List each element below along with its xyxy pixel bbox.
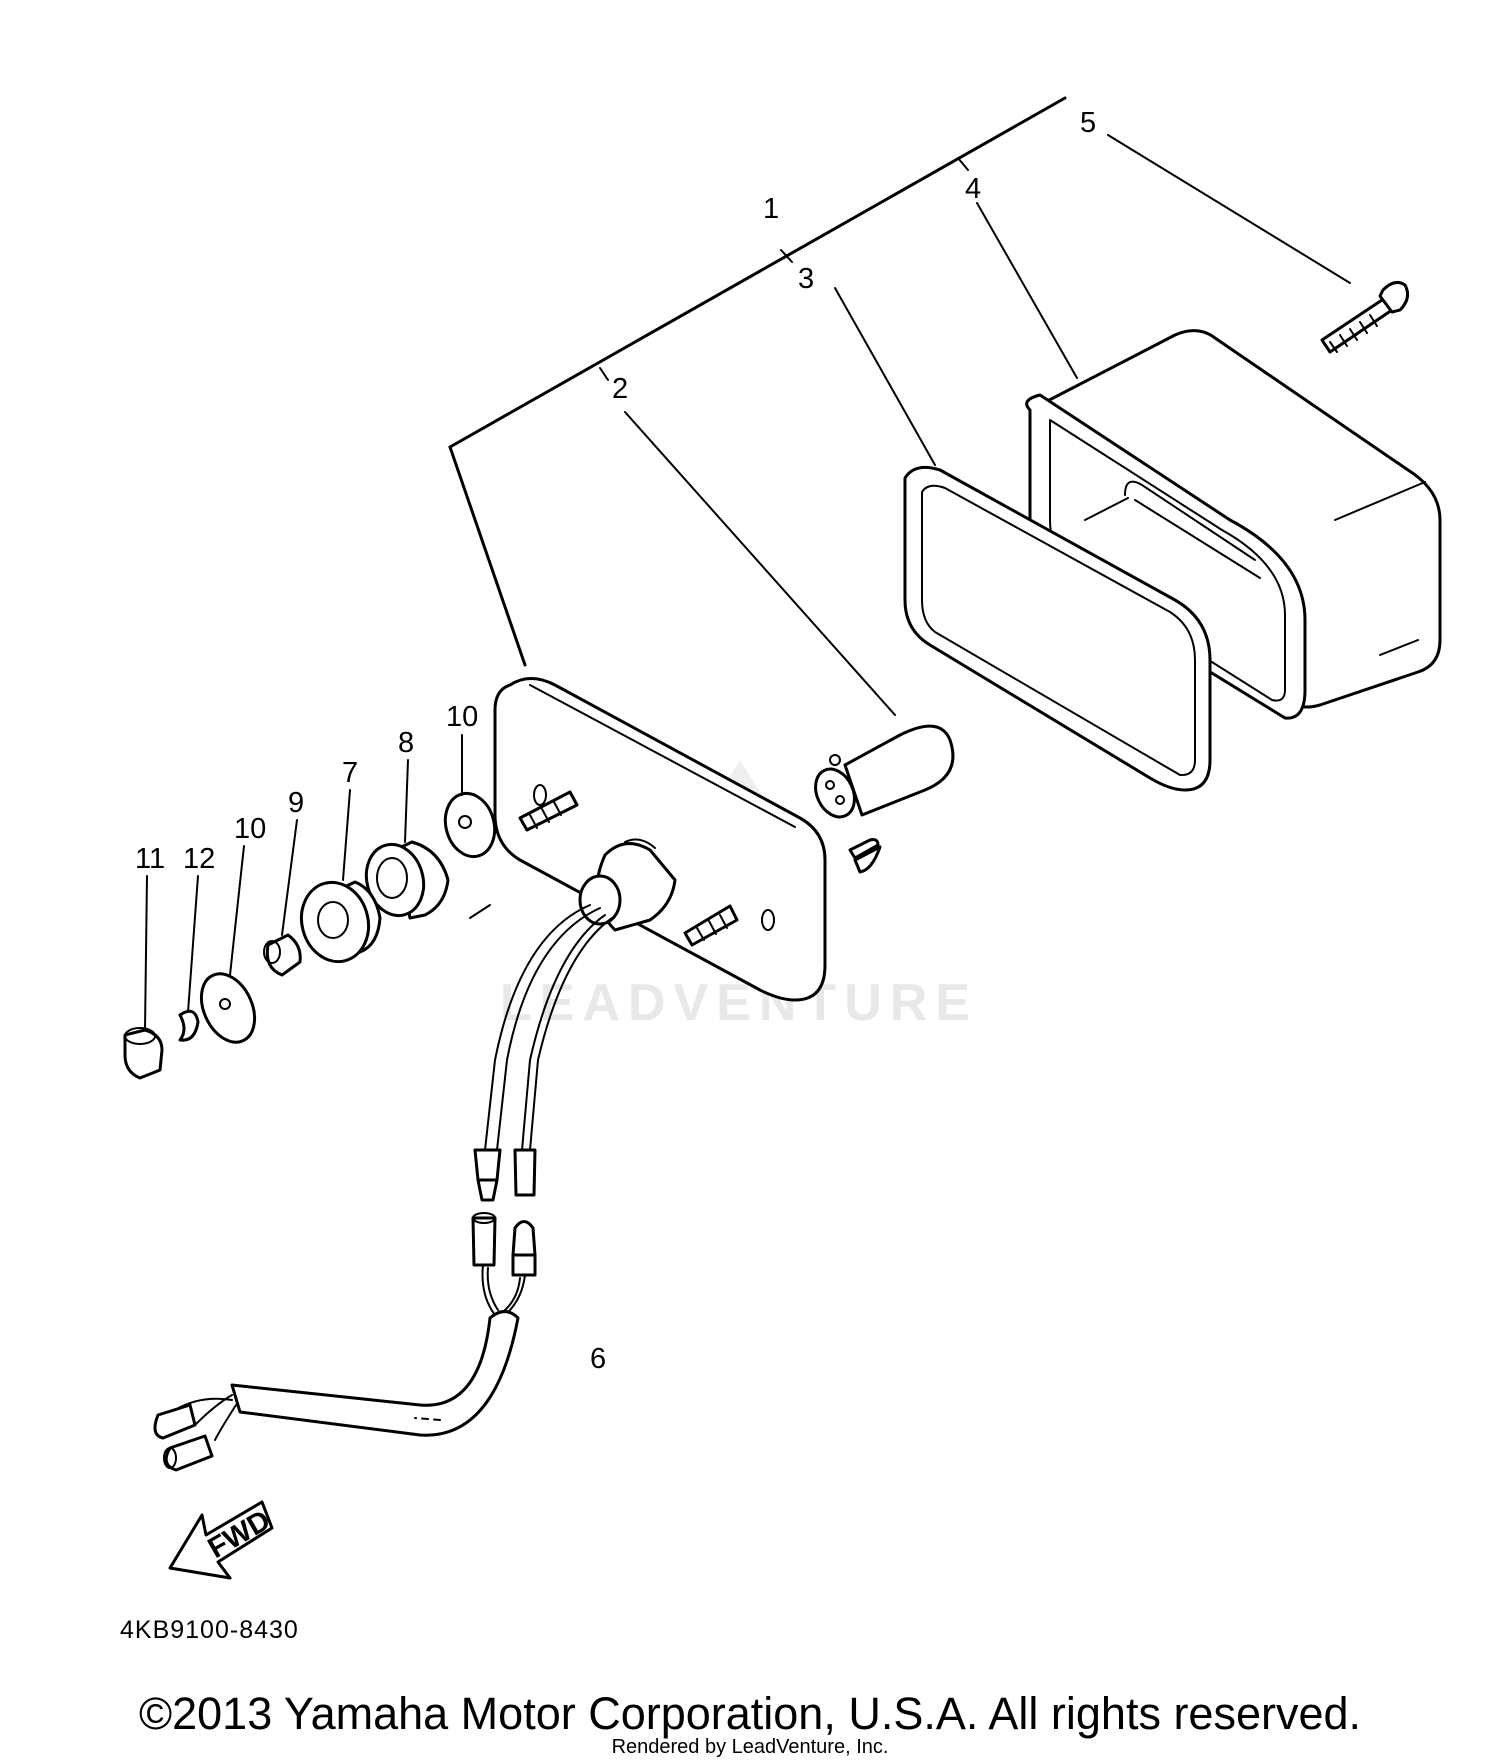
callout-4: 4 [965, 173, 981, 205]
callout-labels: 1 2 3 4 5 6 7 8 9 10 10 11 12 [135, 107, 1096, 1375]
part-5-screw [1320, 280, 1410, 354]
part-2-bulb [814, 724, 955, 819]
callout-12: 12 [183, 843, 215, 875]
callout-2: 2 [612, 373, 628, 405]
callout-leaders [144, 734, 463, 1031]
callout-6: 6 [590, 1343, 606, 1375]
part-6-harness [153, 1264, 526, 1472]
callout-3: 3 [798, 263, 814, 295]
part-4-lens [1025, 329, 1442, 720]
leader-lines [469, 134, 1351, 919]
part-3-gasket [903, 465, 1212, 792]
copyright-notice: ©2013 Yamaha Motor Corporation, U.S.A. A… [138, 1688, 1362, 1739]
callout-1: 1 [763, 193, 779, 225]
callout-8: 8 [398, 727, 414, 759]
diagram-code: 4KB9100-8430 [120, 1616, 299, 1644]
callout-9: 9 [288, 787, 304, 819]
callout-10-b: 10 [234, 813, 266, 845]
assembly-bracket [448, 96, 1067, 667]
rendered-by-notice: Rendered by LeadVenture, Inc. [611, 1736, 889, 1758]
callout-10-a: 10 [446, 701, 478, 733]
hardware-stack [123, 791, 497, 1080]
wiring-upper [471, 904, 613, 1277]
callout-11: 11 [135, 843, 165, 875]
part-1-base-plate [493, 677, 882, 1002]
callout-7: 7 [342, 757, 358, 789]
callout-5: 5 [1080, 107, 1096, 139]
fwd-label: FWD [203, 1504, 276, 1565]
fwd-arrow: FWD [168, 1500, 276, 1580]
watermark-text: LEADVENTURE [500, 974, 978, 1032]
